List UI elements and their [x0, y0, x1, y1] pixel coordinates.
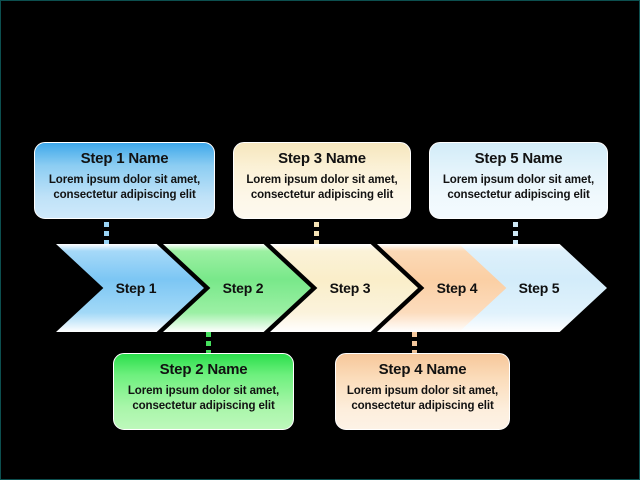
callout-body-step-3: Lorem ipsum dolor sit amet, consectetur …: [244, 173, 400, 203]
callout-body-step-4: Lorem ipsum dolor sit amet, consectetur …: [346, 384, 499, 414]
connector-dash: [206, 341, 211, 346]
callout-title-step-1: Step 1 Name: [80, 150, 169, 167]
callout-step-3[interactable]: Step 3 Name Lorem ipsum dolor sit amet, …: [233, 142, 411, 219]
callout-body-line-1: Lorem ipsum dolor sit amet,: [346, 385, 499, 397]
connector-dash: [513, 222, 518, 227]
connector-step-5: [513, 222, 518, 249]
callout-body-line-2: consectetur adipiscing elit: [53, 189, 196, 201]
connector-step-2: [206, 332, 211, 359]
callout-title-step-5: Step 5 Name: [474, 150, 563, 167]
connector-dash: [412, 332, 417, 337]
connector-dash: [412, 341, 417, 346]
callout-body-step-1: Lorem ipsum dolor sit amet, consectetur …: [45, 173, 204, 203]
connector-dash: [104, 222, 109, 227]
connector-dash: [412, 350, 417, 355]
callout-body-step-5: Lorem ipsum dolor sit amet, consectetur …: [440, 173, 597, 203]
arrow-label-step-5: Step 5: [518, 280, 560, 296]
callout-body-line-2: consectetur adipiscing elit: [132, 400, 275, 412]
arrow-label-step-3: Step 3: [329, 280, 371, 296]
callout-step-1[interactable]: Step 1 Name Lorem ipsum dolor sit amet, …: [34, 142, 215, 219]
callout-body-step-2: Lorem ipsum dolor sit amet, consectetur …: [124, 384, 283, 414]
callout-step-5[interactable]: Step 5 Name Lorem ipsum dolor sit amet, …: [429, 142, 608, 219]
connector-dash: [206, 332, 211, 337]
connector-dash: [104, 240, 109, 245]
callout-step-4[interactable]: Step 4 Name Lorem ipsum dolor sit amet, …: [335, 353, 510, 430]
connector-dash: [513, 240, 518, 245]
connector-dash: [314, 222, 319, 227]
connector-step-1: [104, 222, 109, 249]
connector-dash: [206, 350, 211, 355]
arrow-label-step-1: Step 1: [115, 280, 157, 296]
callout-body-line-1: Lorem ipsum dolor sit amet,: [246, 174, 398, 186]
callout-title-step-3: Step 3 Name: [278, 150, 366, 167]
connector-step-4: [412, 332, 417, 359]
connector-dash: [513, 231, 518, 236]
callout-step-2[interactable]: Step 2 Name Lorem ipsum dolor sit amet, …: [113, 353, 294, 430]
connector-dash: [314, 231, 319, 236]
arrow-label-step-4: Step 4: [436, 280, 478, 296]
connector-dash: [104, 231, 109, 236]
callout-body-line-1: Lorem ipsum dolor sit amet,: [442, 174, 595, 186]
connector-step-3: [314, 222, 319, 249]
callout-title-step-2: Step 2 Name: [159, 361, 248, 378]
callout-body-line-1: Lorem ipsum dolor sit amet,: [48, 174, 201, 186]
connector-dash: [314, 240, 319, 245]
callout-body-line-2: consectetur adipiscing elit: [447, 189, 590, 201]
arrow-label-step-2: Step 2: [222, 280, 264, 296]
callout-body-line-1: Lorem ipsum dolor sit amet,: [127, 385, 280, 397]
callout-body-line-2: consectetur adipiscing elit: [250, 189, 394, 201]
callout-body-line-2: consectetur adipiscing elit: [351, 400, 494, 412]
callout-title-step-4: Step 4 Name: [378, 361, 467, 378]
